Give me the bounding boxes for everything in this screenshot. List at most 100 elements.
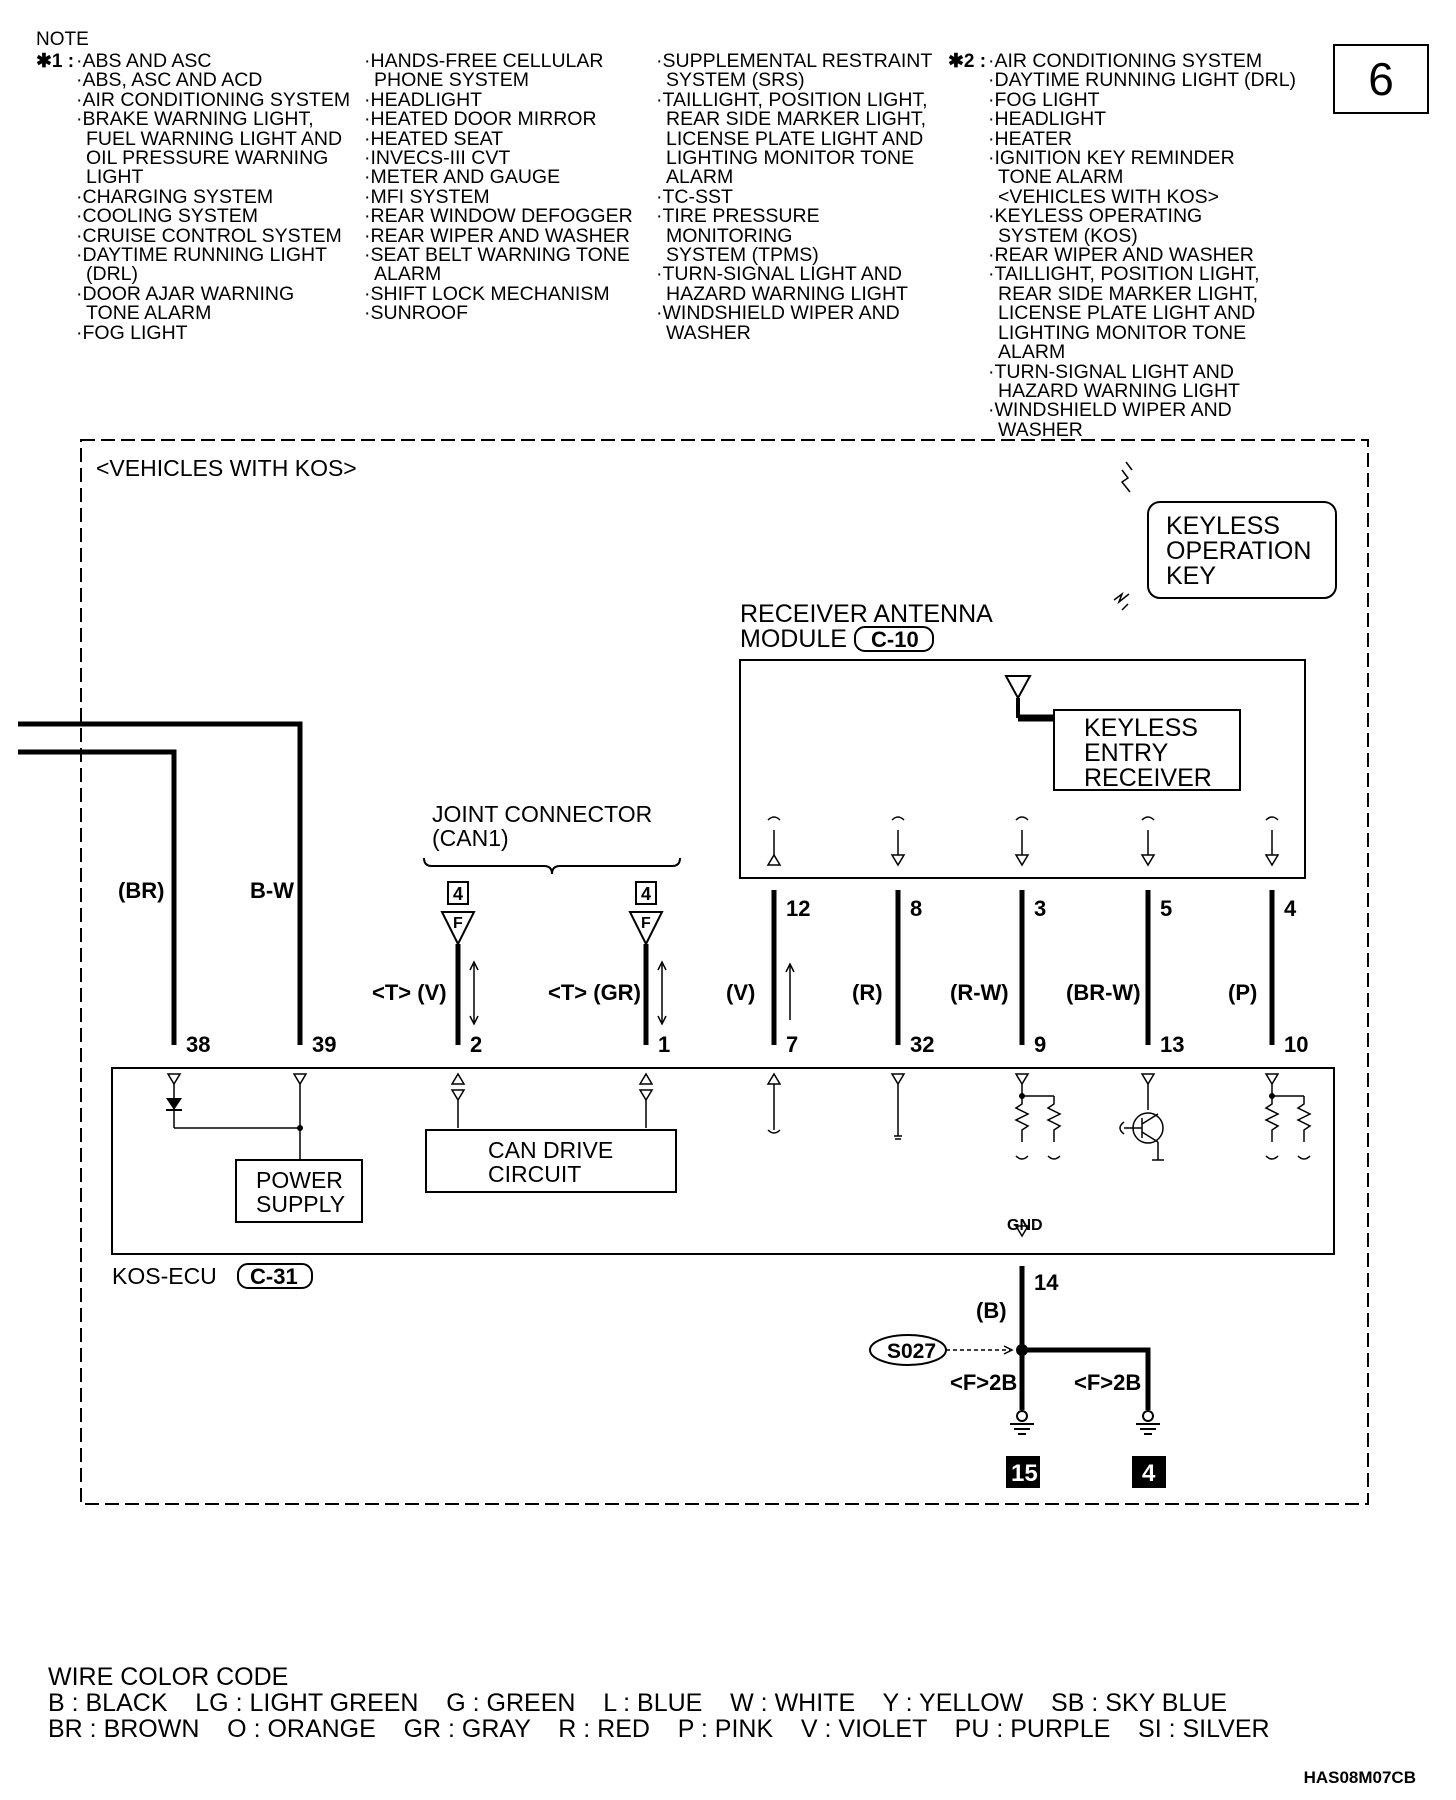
antenna-icon xyxy=(1004,675,1054,722)
pin-bottom-32: 32 xyxy=(910,1032,934,1057)
note-item: MONITORING xyxy=(666,224,793,247)
wire-label-tv: <T> (V) xyxy=(372,980,447,1005)
can-drive-line-1: CAN DRIVE xyxy=(488,1137,613,1163)
joint-connector-left xyxy=(440,881,476,947)
note-item: SYSTEM (KOS) xyxy=(998,224,1138,247)
joint-connector-title-1: JOINT CONNECTOR xyxy=(432,801,652,827)
wire-label-bw: B-W xyxy=(250,878,294,903)
pin-bottom-13: 13 xyxy=(1160,1032,1184,1057)
legend-line-1: B : BLACK LG : LIGHT GREEN G : GREEN L :… xyxy=(48,1689,1228,1717)
note-item: ·HEATER xyxy=(988,127,1073,150)
note-item: ·CRUISE CONTROL SYSTEM xyxy=(76,224,342,247)
pin-top-5: 5 xyxy=(1160,896,1172,921)
note-mark-1: ✱1 : xyxy=(36,51,75,72)
note-item: <VEHICLES WITH KOS> xyxy=(998,185,1220,208)
ground-symbols xyxy=(1010,1410,1160,1435)
region-border xyxy=(80,439,1369,1505)
note-item: ·ABS AND ASC xyxy=(76,50,212,72)
note-item: ·AIR CONDITIONING SYSTEM xyxy=(76,88,351,111)
note-mark-2: ✱2 : xyxy=(948,51,987,72)
splice-label: S027 xyxy=(887,1340,936,1363)
note-item: (DRL) xyxy=(86,263,138,286)
module-pin-symbols xyxy=(766,816,1280,1020)
note-item: ·REAR WINDOW DEFOGGER xyxy=(364,205,633,228)
antenna-module-title-2: MODULE xyxy=(740,625,847,653)
note-item: ·TC-SST xyxy=(656,185,733,208)
note-item: TONE ALARM xyxy=(86,302,212,325)
keyless-operation-key-box xyxy=(1147,501,1337,599)
note-item: ·WINDSHIELD WIPER AND xyxy=(988,399,1232,422)
note-item: ·HEADLIGHT xyxy=(988,108,1107,131)
pin-bottom-10: 10 xyxy=(1284,1032,1308,1057)
note-item: ·BRAKE WARNING LIGHT, xyxy=(76,108,314,131)
note-item: ALARM xyxy=(998,341,1066,364)
ecu-internal-wiring xyxy=(166,1072,1312,1238)
power-wires xyxy=(18,721,303,1045)
note-item: ·HEATED SEAT xyxy=(364,127,504,150)
note-item: ·TURN-SIGNAL LIGHT AND xyxy=(656,263,902,286)
note-item: ·MFI SYSTEM xyxy=(364,185,490,208)
figure-id: HAS08M07CB xyxy=(1303,1768,1416,1787)
antenna-connector-label: C-10 xyxy=(871,627,919,652)
legend-line-2: BR : BROWN O : ORANGE GR : GRAY R : RED … xyxy=(48,1715,1270,1743)
pin-top-4: 4 xyxy=(1284,896,1297,921)
note-item: ·WINDSHIELD WIPER AND xyxy=(656,302,900,325)
note-column-4: ·AIR CONDITIONING SYSTEM·DAYTIME RUNNING… xyxy=(988,51,1296,441)
note-item: ·SUNROOF xyxy=(364,302,468,325)
ground-wires xyxy=(1019,1266,1151,1410)
note-item: ·DOOR AJAR WARNING xyxy=(76,282,295,305)
receiver-line-3: RECEIVER xyxy=(1084,764,1212,792)
note-item: TONE ALARM xyxy=(998,166,1124,189)
note-item: ·TAILLIGHT, POSITION LIGHT, xyxy=(656,88,928,111)
note-item: ·TAILLIGHT, POSITION LIGHT, xyxy=(988,263,1260,286)
pin-top-3: 3 xyxy=(1034,896,1046,921)
joint-box-right: 4 xyxy=(641,884,651,904)
pin-top-8: 8 xyxy=(910,896,922,921)
joint-connector-title-2: (CAN1) xyxy=(432,825,509,851)
receiver-line-2: ENTRY xyxy=(1084,739,1169,767)
wire-label-rw: (R-W) xyxy=(950,980,1009,1005)
antenna-module-box xyxy=(739,659,1306,879)
note-item: SYSTEM (SRS) xyxy=(666,69,805,92)
pin-bottom-9: 9 xyxy=(1034,1032,1046,1057)
bidirectional-arrows xyxy=(469,960,667,1026)
can-drive-circuit-box xyxy=(425,1129,677,1193)
pin-bottom-38: 38 xyxy=(186,1032,210,1057)
ecu-connector-badge xyxy=(237,1263,313,1289)
antenna-connector-badge xyxy=(854,626,934,652)
ground-conn-1: <F>2B xyxy=(950,1370,1017,1395)
note-heading: NOTE xyxy=(36,29,89,50)
antenna-wires xyxy=(771,890,1275,1045)
keyless-key-line-2: OPERATION xyxy=(1166,537,1311,565)
note-item: ·SEAT BELT WARNING TONE xyxy=(364,244,630,267)
ground-point-4-label: 4 xyxy=(1142,1460,1156,1487)
note-item: ·TURN-SIGNAL LIGHT AND xyxy=(988,360,1234,383)
note-item: LICENSE PLATE LIGHT AND xyxy=(666,127,924,150)
note-item: ·HEATED DOOR MIRROR xyxy=(364,108,597,131)
note-item: ·HANDS-FREE CELLULAR xyxy=(364,50,604,72)
pin-bottom-7: 7 xyxy=(786,1032,798,1057)
note-item: ·IGNITION KEY REMINDER xyxy=(988,147,1235,170)
note-item: ·FOG LIGHT xyxy=(76,321,188,344)
wire-label-tgr: <T> (GR) xyxy=(548,980,641,1005)
ground-point-4 xyxy=(1132,1456,1166,1488)
note-item: ·INVECS-III CVT xyxy=(364,147,511,170)
joint-connector-right xyxy=(628,881,664,947)
note-item: ·METER AND GAUGE xyxy=(364,166,561,189)
note-item: OIL PRESSURE WARNING xyxy=(86,147,329,170)
note-item: ·REAR WIPER AND WASHER xyxy=(364,224,630,247)
note-item: WASHER xyxy=(998,418,1083,441)
legend-title: WIRE COLOR CODE xyxy=(48,1663,289,1691)
wire-label-brw: (BR-W) xyxy=(1066,980,1141,1005)
keyless-entry-receiver-box xyxy=(1053,709,1241,791)
splice-point xyxy=(1016,1344,1028,1356)
note-item: ·REAR WIPER AND WASHER xyxy=(988,244,1254,267)
note-item: ·SHIFT LOCK MECHANISM xyxy=(364,282,610,305)
junction-dot xyxy=(297,1125,303,1131)
note-item: REAR SIDE MARKER LIGHT, xyxy=(666,108,927,131)
ground-conn-2: <F>2B xyxy=(1074,1370,1141,1395)
note-item: ·HEADLIGHT xyxy=(364,88,483,111)
pin-bottom-39: 39 xyxy=(312,1032,336,1057)
